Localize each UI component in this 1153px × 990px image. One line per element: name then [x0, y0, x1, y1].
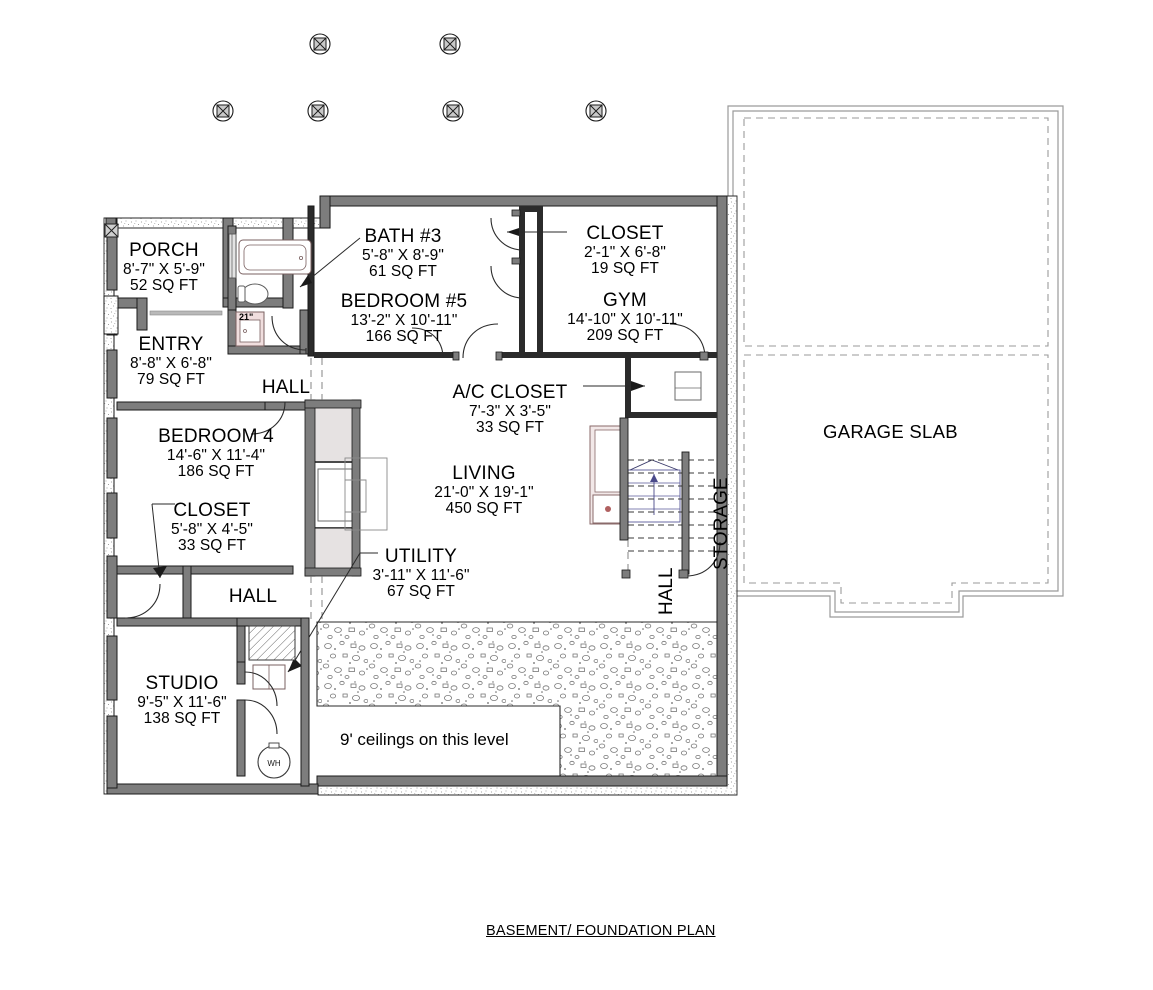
door-jambs-upper [452, 209, 709, 361]
plan-caption: BASEMENT/ FOUNDATION PLAN [486, 923, 716, 939]
ceiling-height-note: 9' ceilings on this level [340, 730, 509, 749]
porch-corner-column-marker [104, 223, 119, 238]
column-marker [212, 100, 234, 122]
studio-closet-hatch [248, 625, 296, 661]
bath-door-swing [271, 315, 307, 354]
door-swings-upper [411, 217, 706, 359]
ac-closet-walls [625, 358, 717, 418]
utility-walls [304, 399, 362, 577]
water-heater: WH [257, 742, 291, 779]
column-marker [585, 100, 607, 122]
bath3-leader-arrow [299, 237, 361, 288]
column-marker [439, 33, 461, 55]
toilet [237, 283, 269, 305]
utility-leader-arrow [287, 552, 378, 673]
svg-text:WH: WH [267, 759, 281, 768]
vanity-21in [235, 311, 265, 347]
utility-equipment [344, 457, 388, 531]
utility-dashed-guides [310, 358, 323, 622]
bedroom4-walls [116, 401, 314, 627]
storage-stair-lines [628, 459, 717, 552]
garage-slab-control-joints [743, 117, 1049, 604]
garage-slab-outline [727, 105, 1064, 618]
studio-door-swings [244, 671, 278, 735]
label-storage-vertical: STORAGE [711, 477, 732, 570]
label-hall-vertical: HALL [656, 567, 677, 615]
bathtub [238, 239, 312, 275]
staircase [627, 459, 681, 523]
lower-hall-jambs [621, 569, 689, 579]
studio-fixture [252, 664, 286, 690]
closet-leader-arrow-left [151, 503, 175, 579]
column-markers-group [212, 33, 607, 122]
bath-window [228, 233, 237, 279]
exterior-walls [106, 195, 728, 795]
garage-slab-label: GARAGE SLAB [823, 421, 958, 442]
studio-walls [236, 617, 310, 787]
ac-unit [674, 371, 702, 401]
column-marker [309, 33, 331, 55]
closet-leader-arrow [507, 228, 567, 236]
closet-gym-divider [537, 286, 543, 292]
porch-rail [149, 310, 223, 316]
bedroom5-closet-gym-walls [314, 206, 717, 358]
column-marker [307, 100, 329, 122]
vanity-size-tag: 21" [239, 312, 254, 322]
ac-closet-leader-arrow [583, 381, 645, 391]
closet-top-wall [519, 206, 539, 212]
column-marker [442, 100, 464, 122]
